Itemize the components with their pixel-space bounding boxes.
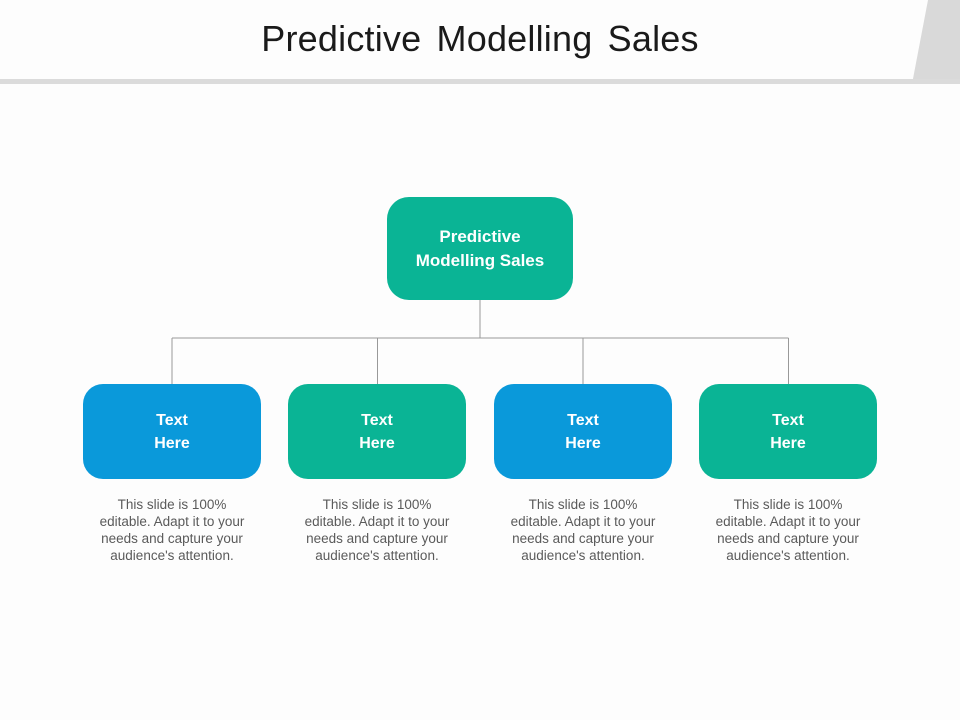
child-node-2: Text Here — [288, 384, 466, 479]
org-chart-connector-path — [171, 300, 789, 384]
slide-title: Predictive Modelling Sales — [261, 18, 699, 59]
child-caption-1: This slide is 100% editable. Adapt it to… — [99, 497, 245, 563]
child-node-1: Text Here — [83, 384, 261, 479]
child-node-1-label: Text Here — [154, 411, 190, 452]
child-caption-4: This slide is 100% editable. Adapt it to… — [715, 497, 861, 563]
child-node-4: Text Here — [699, 384, 877, 479]
title-divider — [0, 79, 960, 84]
child-node-3-label: Text Here — [565, 411, 601, 452]
root-node-label: Predictive Modelling Sales — [415, 226, 545, 270]
child-node-2-label: Text Here — [359, 411, 395, 452]
child-node-4-label: Text Here — [770, 411, 806, 452]
child-caption-3: This slide is 100% editable. Adapt it to… — [510, 497, 656, 563]
child-caption-2: This slide is 100% editable. Adapt it to… — [304, 497, 450, 563]
child-node-3: Text Here — [494, 384, 672, 479]
root-node: Predictive Modelling Sales — [387, 197, 573, 300]
